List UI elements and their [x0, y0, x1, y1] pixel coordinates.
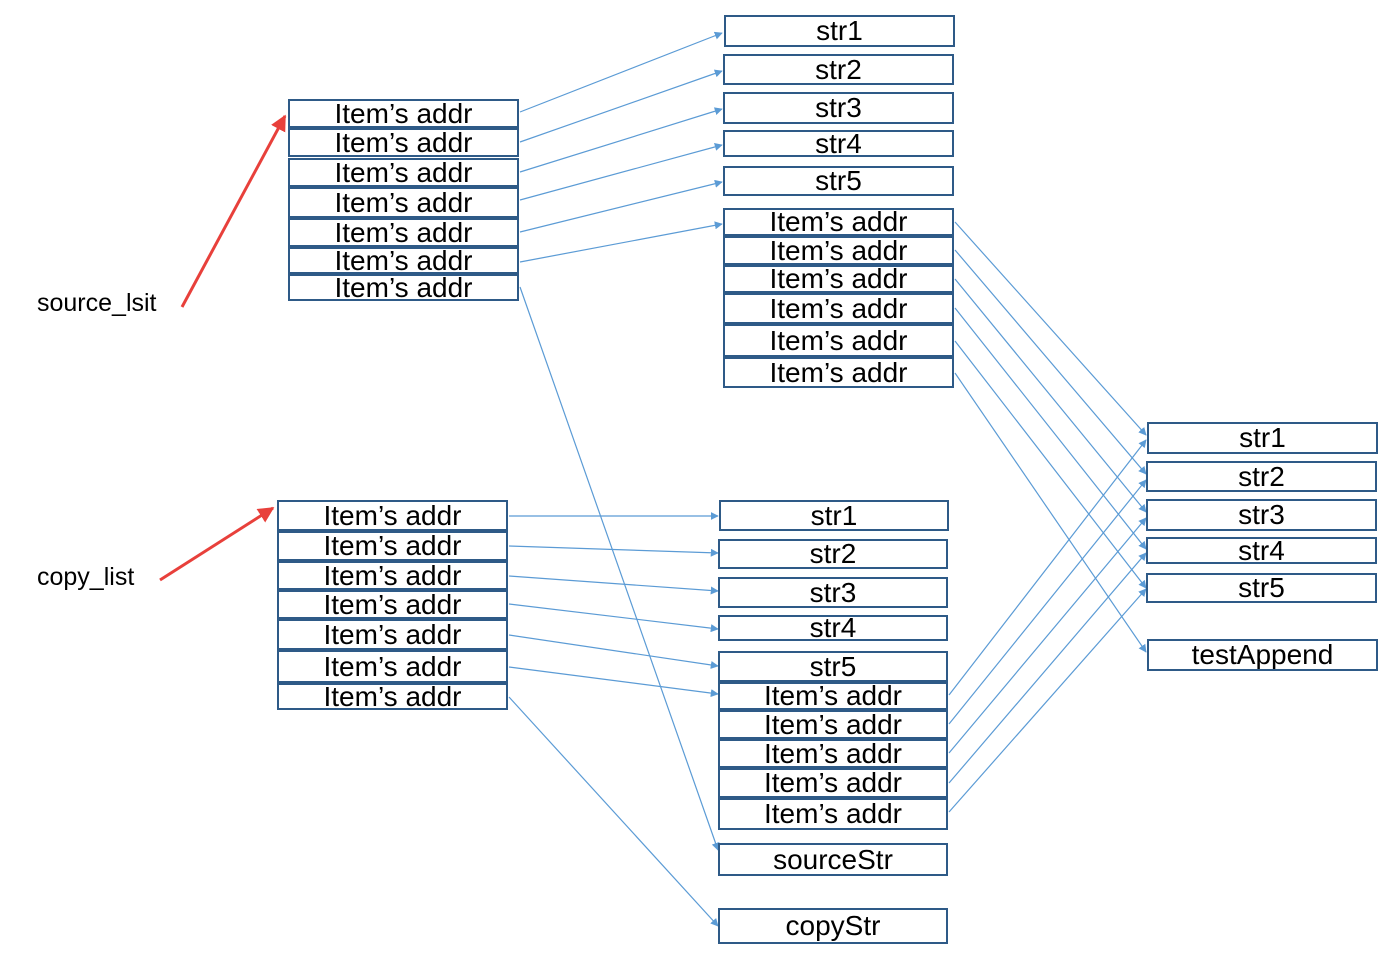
copy-list-item: Item’s addr [277, 650, 508, 683]
copy-nested-pointer-arrow [948, 552, 1147, 784]
shared-str: str3 [1146, 499, 1377, 531]
source-nested-pointer-arrow [954, 372, 1147, 653]
copy-target-str: str1 [719, 500, 949, 531]
source-nested-item: Item’s addr [723, 293, 954, 324]
source-target-str: str2 [723, 54, 954, 85]
source-nested-pointer-arrow [954, 249, 1147, 475]
source-list-label: source_lsit [37, 289, 157, 317]
copy-nested-pointer-arrow [948, 588, 1147, 813]
source-list-item: Item’s addr [288, 274, 519, 301]
source-nested-pointer-arrow [954, 221, 1147, 436]
source-pointer-arrow [519, 286, 720, 851]
shared-str: str1 [1147, 422, 1378, 454]
source-nested-item: Item’s addr [723, 236, 954, 265]
shared-str: str4 [1146, 537, 1377, 564]
source-str-box: sourceStr [718, 843, 948, 876]
source-list-pointer-arrow [180, 114, 287, 308]
source-nested-item: Item’s addr [723, 265, 954, 293]
source-pointer-arrow [519, 69, 723, 143]
copy-pointer-arrow [508, 666, 719, 698]
copy-list-item: Item’s addr [277, 683, 508, 710]
copy-nested-item: Item’s addr [718, 682, 948, 710]
copy-nested-item: Item’s addr [718, 768, 948, 798]
source-list-item: Item’s addr [288, 158, 519, 187]
copy-list-item: Item’s addr [277, 619, 508, 650]
copy-list-item: Item’s addr [277, 590, 508, 619]
source-list-item: Item’s addr [288, 218, 519, 247]
source-target-str: str4 [723, 130, 954, 157]
copy-pointer-arrow [508, 696, 719, 927]
source-list-item: Item’s addr [288, 247, 519, 274]
copy-nested-pointer-arrow [948, 439, 1147, 696]
copy-target-str: str3 [718, 577, 948, 608]
source-nested-pointer-arrow [954, 340, 1147, 589]
copy-target-str: str2 [718, 539, 948, 569]
source-list-item: Item’s addr [288, 99, 519, 128]
copy-target-str: str5 [718, 651, 948, 682]
source-pointer-arrow [519, 107, 723, 173]
copy-pointer-arrow [508, 545, 719, 557]
copy-list-item: Item’s addr [277, 531, 508, 561]
copy-nested-item: Item’s addr [718, 798, 948, 830]
shared-str: str5 [1146, 573, 1377, 603]
source-pointer-arrow [519, 221, 723, 263]
source-pointer-arrow [519, 179, 723, 233]
source-nested-pointer-arrow [954, 307, 1147, 550]
copy-nested-pointer-arrow [948, 479, 1147, 725]
source-nested-item: Item’s addr [723, 324, 954, 357]
test-append-box: testAppend [1147, 639, 1378, 671]
source-list-item: Item’s addr [288, 187, 519, 218]
source-target-str: str5 [723, 166, 954, 196]
copy-nested-item: Item’s addr [718, 739, 948, 768]
source-pointer-arrow [519, 31, 723, 113]
source-nested-item: Item’s addr [723, 357, 954, 388]
source-target-str: str1 [724, 15, 955, 47]
copy-nested-pointer-arrow [948, 517, 1147, 754]
copy-pointer-arrow [508, 575, 719, 595]
source-pointer-arrow [519, 143, 723, 201]
copy-list-item: Item’s addr [277, 561, 508, 590]
copy-pointer-arrow [508, 603, 719, 633]
source-list-item: Item’s addr [288, 128, 519, 157]
copy-list-pointer-arrow [159, 506, 275, 582]
source-nested-pointer-arrow [954, 278, 1147, 513]
copy-list-label: copy_list [37, 563, 135, 591]
source-nested-item: Item’s addr [723, 208, 954, 236]
source-target-str: str3 [723, 92, 954, 124]
copy-list-item: Item’s addr [277, 500, 508, 531]
copy-str-box: copyStr [718, 908, 948, 944]
shared-str: str2 [1146, 461, 1377, 492]
copy-target-str: str4 [718, 615, 948, 641]
copy-nested-item: Item’s addr [718, 710, 948, 739]
copy-pointer-arrow [508, 634, 719, 669]
